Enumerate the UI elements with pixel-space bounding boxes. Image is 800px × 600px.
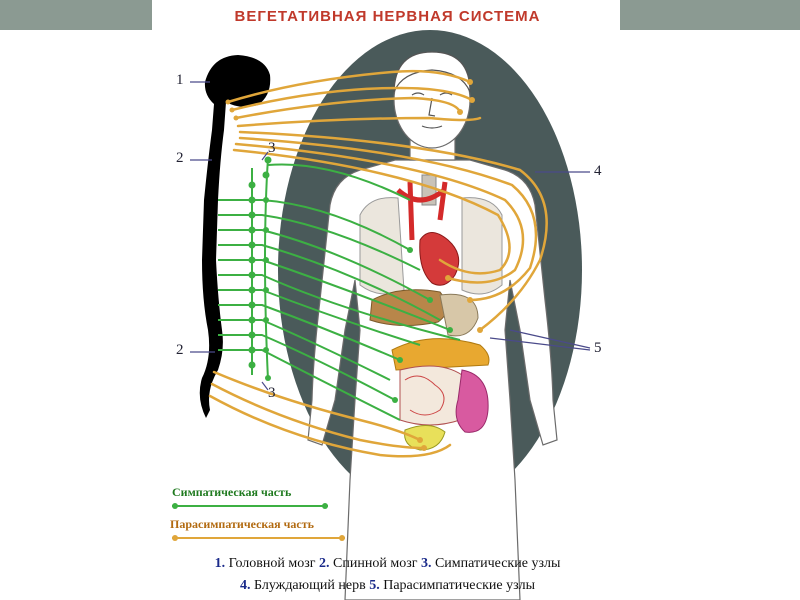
label-spinal-cord-number: 2 — [176, 150, 184, 167]
caption-text: Блуждающий нерв — [254, 578, 366, 593]
caption-text: Спинной мозг — [333, 556, 417, 571]
legend-parasympathetic: Парасимпатическая часть — [170, 517, 314, 532]
caption-text: Парасимпатические узлы — [383, 578, 535, 593]
diagram-title: ВЕГЕТАТИВНАЯ НЕРВНАЯ СИСТЕМА — [155, 8, 620, 25]
caption-number: 1. — [215, 556, 226, 571]
label-sympathetic-ganglia-lower-number: 3 — [268, 385, 276, 402]
label-vagus-nerve-number: 4 — [594, 163, 602, 180]
caption-number: 3. — [421, 556, 432, 571]
caption-text: Симпатические узлы — [435, 556, 560, 571]
label-sympathetic-ganglia-number: 3 — [268, 140, 276, 157]
caption-line-1: 1. Головной мозг 2. Спинной мозг 3. Симп… — [160, 556, 615, 572]
caption-number: 2. — [319, 556, 330, 571]
label-brain-number: 1 — [176, 72, 184, 89]
label-parasympathetic-ganglia-number: 5 — [594, 340, 602, 357]
caption-line-2: 4. Блуждающий нерв 5. Парасимпатические … — [160, 578, 615, 594]
legend-sympathetic: Симпатическая часть — [172, 485, 291, 500]
caption-number: 4. — [240, 578, 251, 593]
caption-text: Головной мозг — [229, 556, 316, 571]
caption-number: 5. — [369, 578, 380, 593]
label-spinal-cord-lower-number: 2 — [176, 342, 184, 359]
